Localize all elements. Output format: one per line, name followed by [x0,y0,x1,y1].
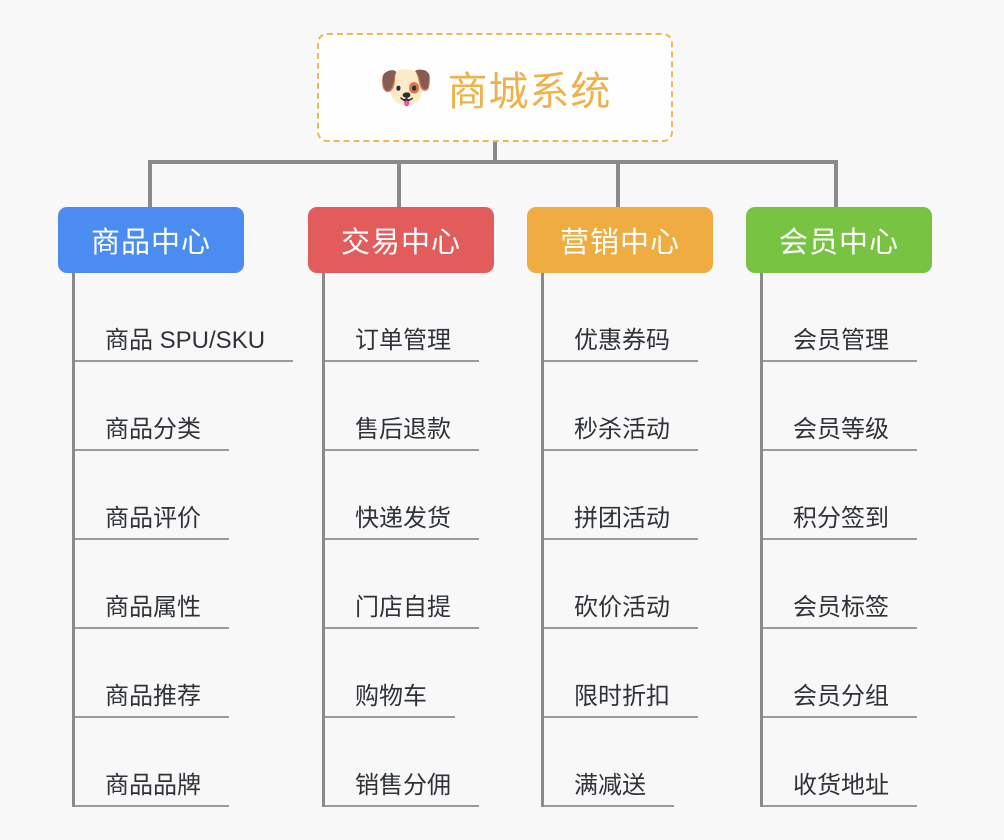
leaf-item[interactable]: 商品品牌 [58,718,244,807]
leaf-item[interactable]: 收货地址 [746,718,932,807]
branch-header-marketing-center[interactable]: 营销中心 [527,207,713,273]
connector-drop-member-center [834,160,838,207]
leaf-item[interactable]: 购物车 [308,629,494,718]
leaf-item-label: 收货地址 [763,772,917,807]
leaf-item[interactable]: 订单管理 [308,273,494,362]
leaf-item[interactable]: 拼团活动 [527,451,713,540]
branch-trade-center: 交易中心订单管理售后退款快递发货门店自提购物车销售分佣 [308,207,494,807]
connector-trunk-member-center [760,273,763,807]
branch-header-member-center[interactable]: 会员中心 [746,207,932,273]
leaf-item[interactable]: 会员分组 [746,629,932,718]
branch-product-center: 商品中心商品 SPU/SKU 商品分类商品评价商品属性商品推荐商品品牌 [58,207,294,807]
leaf-item[interactable]: 快递发货 [308,451,494,540]
leaf-item[interactable]: 商品推荐 [58,629,244,718]
leaf-item-label: 积分签到 [763,505,917,540]
leaf-item[interactable]: 优惠券码 [527,273,713,362]
leaf-item-label: 拼团活动 [544,505,698,540]
leaf-item[interactable]: 销售分佣 [308,718,494,807]
shiba-dog-face-icon: 🐶 [378,62,434,112]
leaf-item-label: 商品 SPU/SKU [75,327,294,362]
leaf-item[interactable]: 会员等级 [746,362,932,451]
leaf-item[interactable]: 砍价活动 [527,540,713,629]
leaf-item-label: 售后退款 [325,416,479,451]
connector-horizontal-bus [148,160,836,164]
leaf-item-label: 商品评价 [75,505,229,540]
leaf-item-label: 秒杀活动 [544,416,698,451]
leaf-item[interactable]: 商品分类 [58,362,244,451]
branch-items-trade-center: 订单管理售后退款快递发货门店自提购物车销售分佣 [308,273,494,807]
leaf-item[interactable]: 满减送 [527,718,713,807]
branch-items-product-center: 商品 SPU/SKU 商品分类商品评价商品属性商品推荐商品品牌 [58,273,294,807]
root-node[interactable]: 🐶 商城系统 [317,33,673,142]
leaf-item-label: 会员管理 [763,327,917,362]
leaf-item[interactable]: 商品 SPU/SKU [58,273,294,362]
leaf-item-label: 门店自提 [325,594,479,629]
branch-member-center: 会员中心会员管理会员等级积分签到会员标签会员分组收货地址 [746,207,932,807]
leaf-item[interactable]: 积分签到 [746,451,932,540]
branch-header-product-center[interactable]: 商品中心 [58,207,244,273]
branch-items-member-center: 会员管理会员等级积分签到会员标签会员分组收货地址 [746,273,932,807]
leaf-item[interactable]: 商品评价 [58,451,244,540]
leaf-item[interactable]: 会员管理 [746,273,932,362]
leaf-item[interactable]: 会员标签 [746,540,932,629]
root-title: 商城系统 [447,69,612,114]
leaf-item-label: 快递发货 [325,505,479,540]
connector-root-stem [493,142,497,164]
leaf-item-label: 会员等级 [763,416,917,451]
leaf-item[interactable]: 售后退款 [308,362,494,451]
connector-trunk-trade-center [322,273,325,807]
leaf-item-label: 砍价活动 [544,594,698,629]
leaf-item-label: 限时折扣 [544,683,698,718]
leaf-item[interactable]: 门店自提 [308,540,494,629]
leaf-item-label: 商品属性 [75,594,229,629]
connector-drop-trade-center [397,160,401,207]
leaf-item-label: 购物车 [325,683,455,718]
branch-header-trade-center[interactable]: 交易中心 [308,207,494,273]
leaf-item-label: 优惠券码 [544,327,698,362]
leaf-item-label: 订单管理 [325,327,479,362]
leaf-item-label: 商品品牌 [75,772,229,807]
connector-trunk-product-center [72,273,75,807]
leaf-item[interactable]: 秒杀活动 [527,362,713,451]
leaf-item-label: 销售分佣 [325,772,479,807]
connector-drop-product-center [148,160,152,207]
branch-items-marketing-center: 优惠券码秒杀活动拼团活动砍价活动限时折扣满减送 [527,273,713,807]
leaf-item[interactable]: 商品属性 [58,540,244,629]
leaf-item[interactable]: 限时折扣 [527,629,713,718]
leaf-item-label: 会员分组 [763,683,917,718]
leaf-item-label: 商品推荐 [75,683,229,718]
branch-marketing-center: 营销中心优惠券码秒杀活动拼团活动砍价活动限时折扣满减送 [527,207,713,807]
leaf-item-label: 会员标签 [763,594,917,629]
connector-drop-marketing-center [616,160,620,207]
connector-trunk-marketing-center [541,273,544,807]
leaf-item-label: 商品分类 [75,416,229,451]
leaf-item-label: 满减送 [544,772,674,807]
